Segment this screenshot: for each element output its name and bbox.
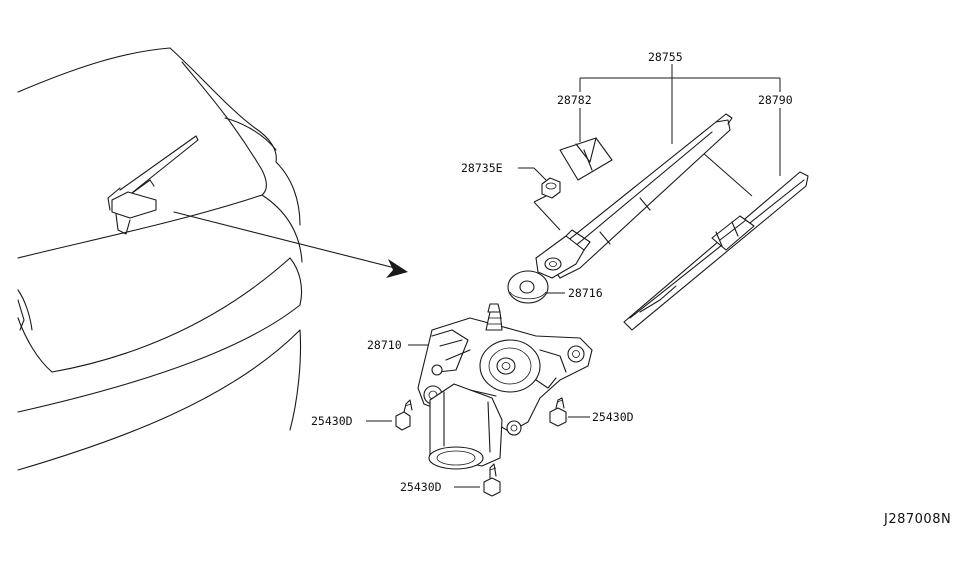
label-28716: 28716 [568,286,603,300]
bolt-right [549,397,567,427]
wiper-on-vehicle [107,135,199,235]
wiper-blade [623,171,809,331]
label-25430D-left: 25430D [311,414,353,428]
nut [541,177,561,199]
label-28790: 28790 [758,93,793,107]
label-25430D-bottom: 25430D [400,480,442,494]
label-28735E: 28735E [461,161,503,175]
wiper-arm [535,113,733,279]
seal-washer [507,270,549,304]
label-28782: 28782 [557,93,592,107]
pointer-arrow [173,211,408,278]
label-28755: 28755 [648,50,683,64]
part-labels: 28755 28782 28790 28735E 28716 28710 254… [311,50,793,494]
label-28710: 28710 [367,338,402,352]
figure-code: J287008N [883,512,951,527]
bolt-bottom [483,463,501,497]
arm-cap [559,137,613,181]
label-25430D-right: 25430D [592,410,634,424]
bolt-left [395,399,413,431]
vehicle-rear-outline [17,47,303,471]
wiper-motor [417,303,593,470]
